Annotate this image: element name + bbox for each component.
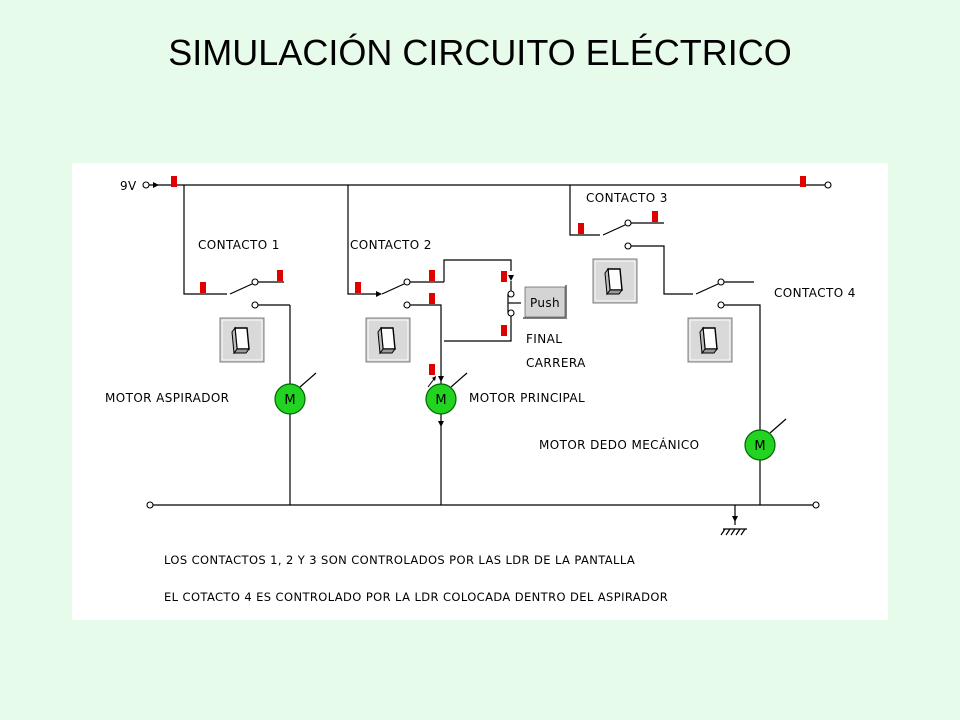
motor-principal-symbol: M: [435, 393, 446, 408]
contacto-3-label: CONTACTO 3: [586, 191, 668, 205]
state-flags: [171, 176, 806, 375]
contacto-2-label: CONTACTO 2: [350, 238, 432, 252]
motor-aspirador-symbol: M: [284, 393, 295, 408]
ground-symbol-icon: [720, 505, 747, 536]
note-line-1: LOS CONTACTOS 1, 2 Y 3 SON CONTROLADOS P…: [164, 553, 635, 567]
supply-label: 9V: [120, 179, 137, 193]
slide-title: SIMULACIÓN CIRCUITO ELÉCTRICO: [168, 32, 792, 73]
switch-box-contacto-1-icon[interactable]: [219, 317, 265, 363]
motor-dedo-mecanico-symbol: M: [754, 439, 765, 454]
switch-box-contacto-2-icon[interactable]: [365, 317, 411, 363]
motor-principal-icon: M: [425, 372, 468, 415]
terminals: [142, 181, 832, 509]
motor-dedo-mecanico-icon: M: [744, 418, 787, 461]
motor-aspirador-icon: M: [274, 372, 317, 415]
push-button[interactable]: Push: [523, 285, 567, 319]
motor-principal-label: MOTOR PRINCIPAL: [469, 391, 585, 405]
circuit-panel: Push M M M 9V CONTACTO 1 CONTACTO 2 CONT…: [72, 163, 888, 620]
branch-contacto-4: [695, 281, 761, 505]
motor-aspirador-label: MOTOR ASPIRADOR: [105, 391, 229, 405]
switch-box-contacto-3-icon[interactable]: [592, 258, 638, 304]
motor-dedo-mecanico-label: MOTOR DEDO MECÁNICO: [539, 437, 700, 452]
final-carrera-label-2: CARRERA: [526, 356, 586, 370]
contacto-1-label: CONTACTO 1: [198, 238, 280, 252]
switch-box-contacto-4-icon[interactable]: [687, 317, 733, 363]
note-line-2: EL COTACTO 4 ES CONTROLADO POR LA LDR CO…: [164, 590, 668, 604]
final-carrera-label-1: FINAL: [526, 332, 562, 346]
contacto-4-label: CONTACTO 4: [774, 286, 856, 300]
branch-contacto-3: [569, 185, 693, 295]
circuit-diagram: Push M M M 9V CONTACTO 1 CONTACTO 2 CONT…: [105, 176, 856, 604]
push-button-label: Push: [530, 296, 560, 310]
